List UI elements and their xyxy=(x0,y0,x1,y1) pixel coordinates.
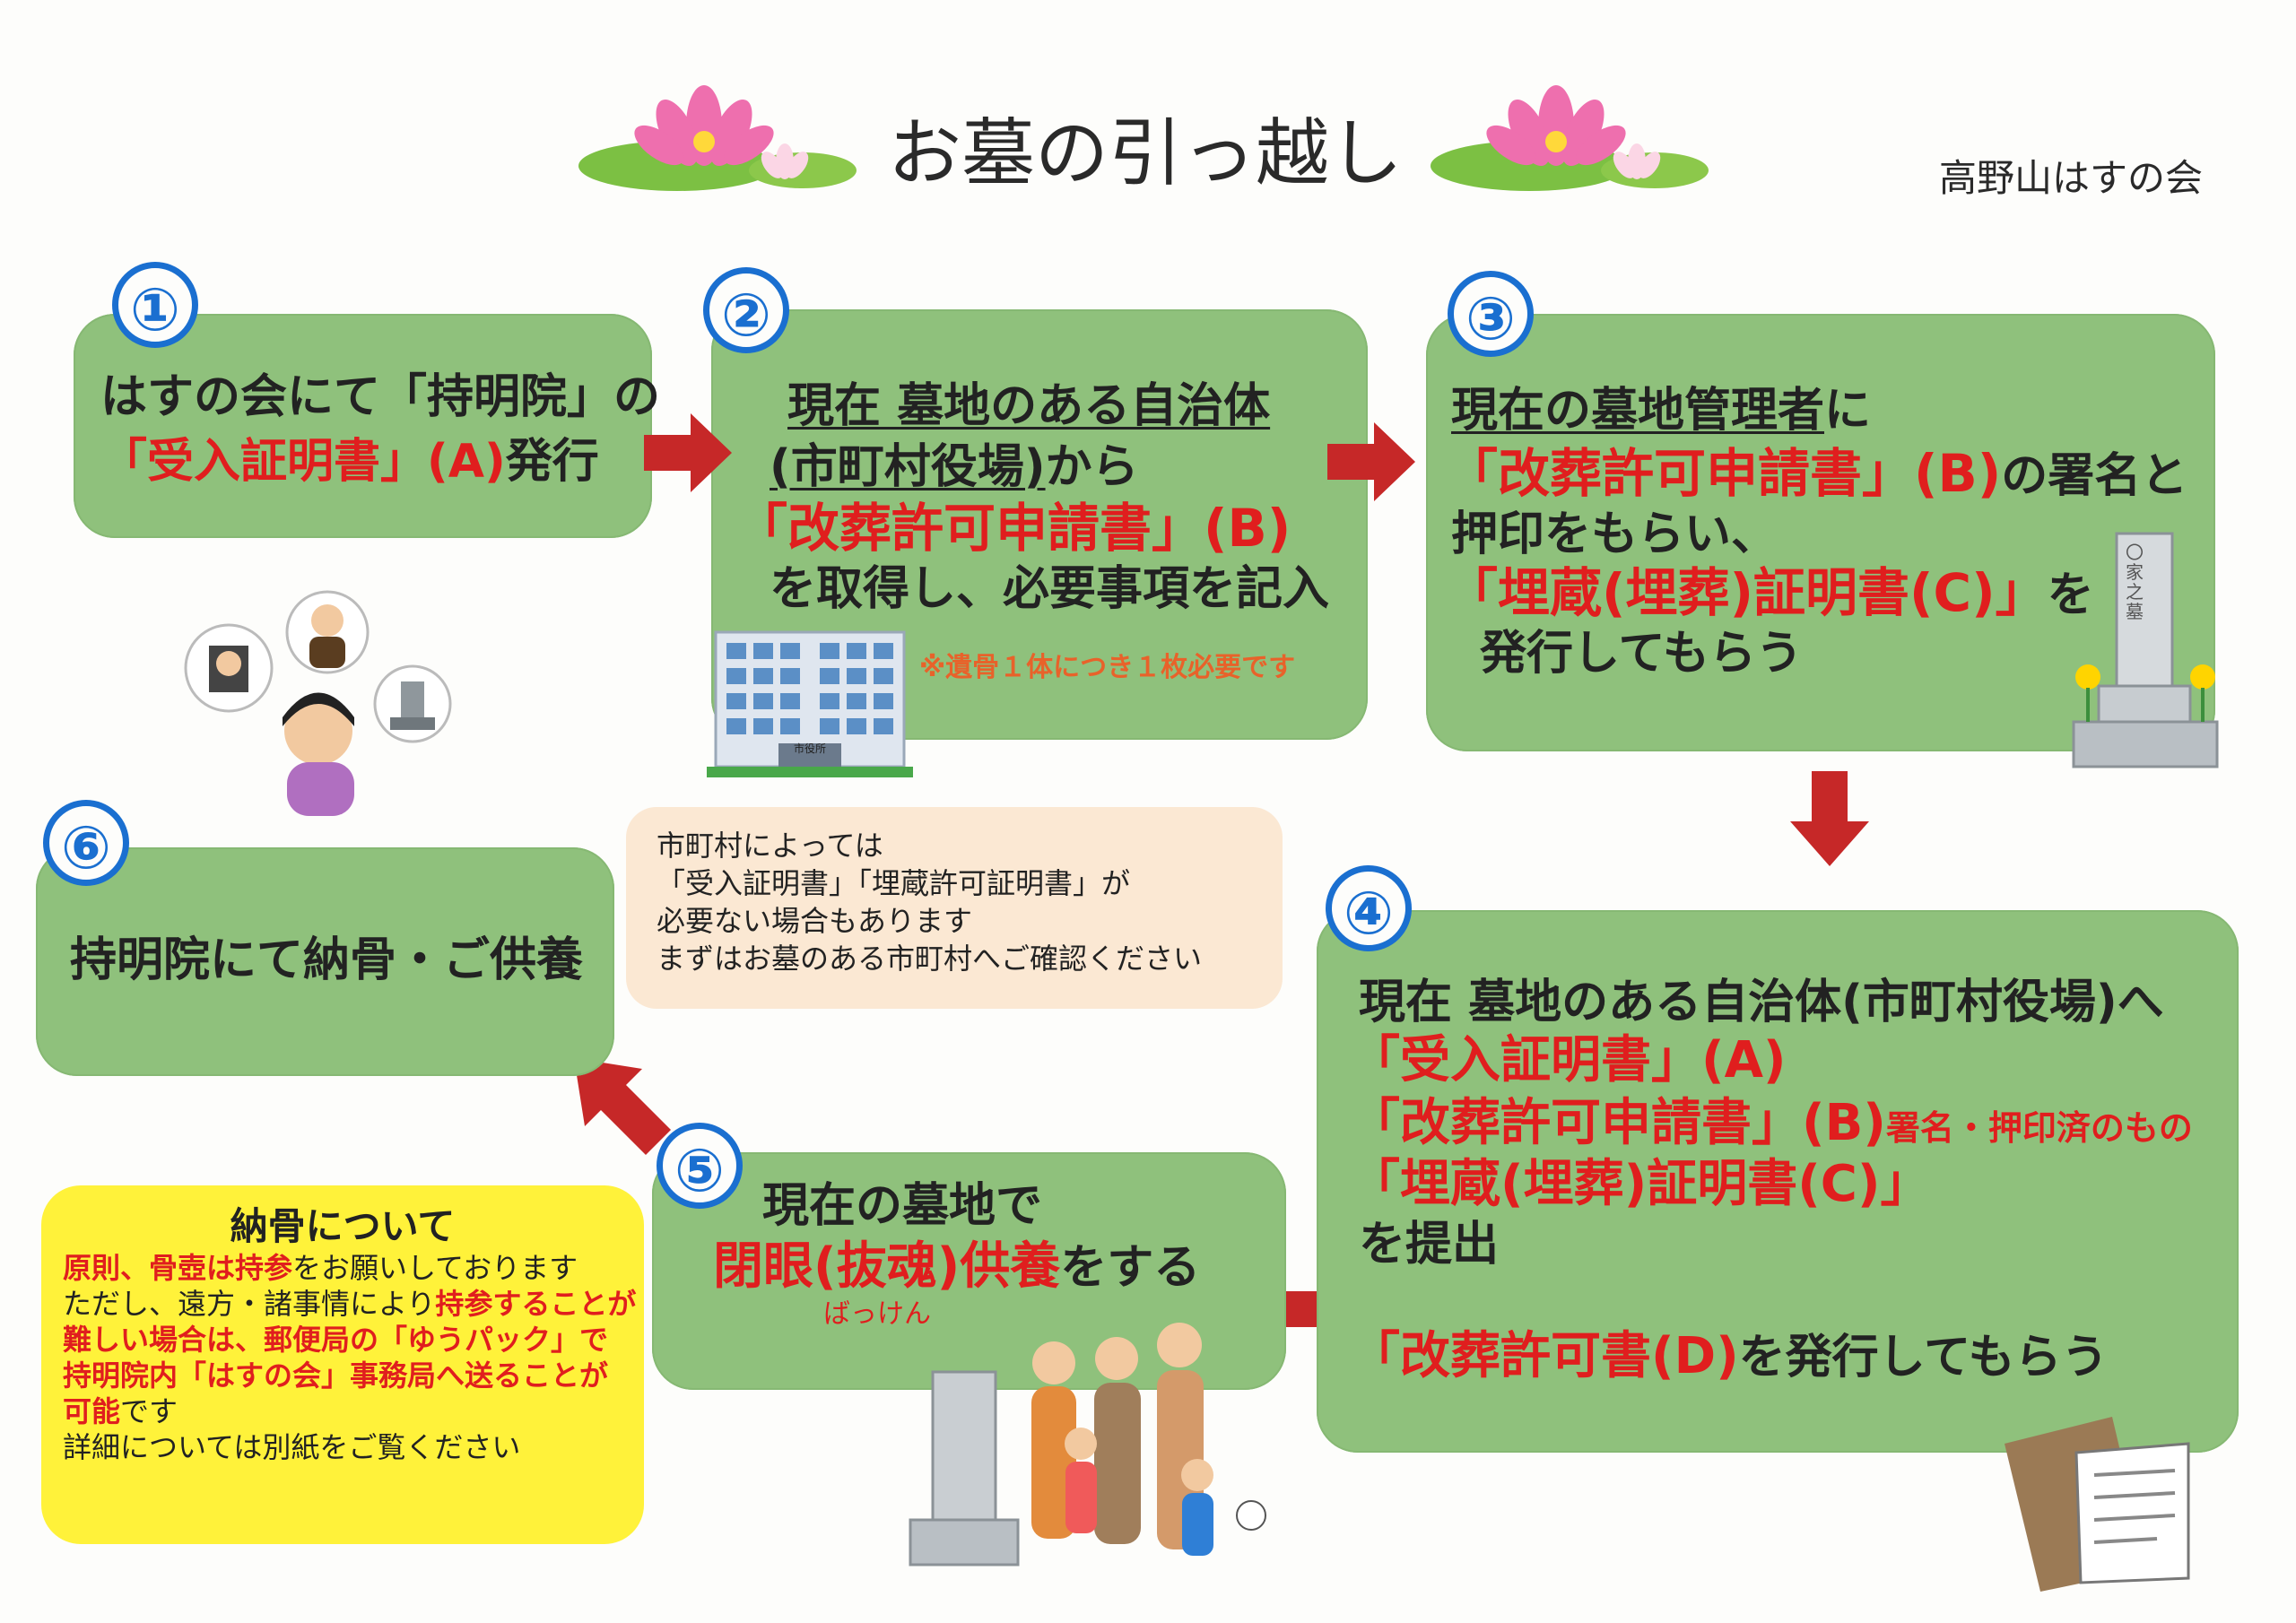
step-5-ruby: ばっけん xyxy=(823,1298,931,1330)
step-3-line-4: 「埋蔵(埋葬)証明書(C)」を xyxy=(1446,563,2094,625)
step-1-line-2: 「受入証明書」(A)発行 xyxy=(100,432,599,491)
city-hall-icon xyxy=(707,630,913,777)
worried-person-icon xyxy=(184,590,452,816)
organization-name: 高野山はすの会 xyxy=(1939,156,2204,200)
nokotsu-line-5-rest: です xyxy=(120,1394,178,1428)
step-3-doc-c: 「埋蔵(埋葬)証明書(C)」 xyxy=(1446,562,2048,623)
step-3-wo: を xyxy=(2047,568,2094,622)
step-5-ceremony: 閉眼(抜魂)供養 xyxy=(713,1237,1061,1296)
nokotsu-line-1-rest: をお願いしております xyxy=(292,1251,578,1285)
city-hall-label: 市役所 xyxy=(794,742,827,755)
nokotsu-line-2-start: ただし、遠方・諸事情により xyxy=(63,1287,436,1321)
step-4-doc-d: 「改葬許可書(D) xyxy=(1350,1327,1739,1385)
step-1-doc-a: 「受入証明書」(A) xyxy=(100,435,506,489)
step-4-number: ④ xyxy=(1326,865,1412,951)
step-6-number: ⑥ xyxy=(43,800,129,886)
step-6-line-1: 持明院にて納骨・ご供養 xyxy=(70,933,584,987)
arrow-3-to-4 xyxy=(1790,771,1869,866)
step-3-line-5: 発行してもらう xyxy=(1480,627,1803,681)
step-4-doc-a: 「受入証明書」(A) xyxy=(1350,1031,1787,1089)
step-3-doc-b: 「改葬許可申請書」(B) xyxy=(1446,443,2002,504)
lotus-right-icon xyxy=(1431,85,1709,191)
step-3-line-2: 「改葬許可申請書」(B)の署名と xyxy=(1446,444,2187,506)
note-line-3: 必要ない場合もあります xyxy=(657,904,973,938)
nokotsu-line-2: ただし、遠方・諸事情により持参することが xyxy=(63,1286,636,1322)
nokotsu-line-4-red: 持明院内「はすの会」事務局へ送ることが xyxy=(63,1358,609,1393)
nokotsu-line-4: 持明院内「はすの会」事務局へ送ることが xyxy=(63,1358,622,1393)
step-2-line-4: を取得し、必要事項を記入 xyxy=(770,562,1330,616)
page-title: お墓の引っ越し xyxy=(888,111,1404,196)
step-2-note: ※遺骨１体につき１枚必要です xyxy=(919,652,1296,683)
nokotsu-line-5: 可能です xyxy=(63,1393,622,1429)
step-4-doc-b: 「改葬許可申請書」(B) xyxy=(1350,1094,1886,1152)
step-1-line-1: はすの会にて「持明院」の xyxy=(100,370,661,424)
step-1-issue: 発行 xyxy=(505,435,599,489)
step-2-line-1: 現在 墓地のある自治体 xyxy=(787,379,1271,433)
gravestone-label: 〇家之墓 xyxy=(2126,542,2144,622)
step-6-box xyxy=(36,847,614,1076)
note-line-2: 「受入証明書」「埋蔵許可証明書」が xyxy=(657,866,1131,900)
step-3-sign: の署名と xyxy=(2001,449,2188,503)
step-5-line-1: 現在の墓地で xyxy=(762,1179,1043,1233)
nokotsu-line-5-red: 可能 xyxy=(63,1394,121,1428)
step-2-office: (市町村役場) xyxy=(770,440,1046,494)
step-5-do: をする xyxy=(1060,1241,1201,1295)
step-4-line-3: 「改葬許可申請書」(B)署名・押印済のもの xyxy=(1350,1094,2193,1158)
step-4-line-1: 現在 墓地のある自治体(市町村役場)へ xyxy=(1359,976,2164,1029)
step-2-from: から xyxy=(1045,440,1139,494)
step-4-line-6: 「改葬許可書(D)を発行してもらう xyxy=(1350,1327,2109,1387)
step-3-manager: 現在の墓地管理者 xyxy=(1451,384,1825,438)
gravestone-icon xyxy=(2072,532,2219,768)
nokotsu-line-2-red: 持参することが xyxy=(435,1287,637,1321)
step-4-submit: を提出 xyxy=(1359,1218,1500,1271)
nokotsu-line-3-red: 難しい場合は、郵便局の「ゆうパック」で xyxy=(63,1323,609,1357)
step-3-line-1: 現在の墓地管理者に xyxy=(1451,381,1871,440)
step-3-number: ③ xyxy=(1448,271,1534,357)
arrow-2-to-3 xyxy=(1327,422,1415,501)
step-2-doc-b: 「改葬許可申請書」(B) xyxy=(735,498,1292,559)
step-4-box xyxy=(1317,910,2239,1453)
step-4-doc-c: 「埋蔵(埋葬)証明書(C)」 xyxy=(1350,1155,1931,1213)
nokotsu-line-1-red: 原則、骨壺は持参 xyxy=(63,1251,293,1285)
arrow-1-to-2 xyxy=(644,413,732,492)
step-1-number: ① xyxy=(112,262,198,348)
lotus-left-icon xyxy=(578,85,857,191)
nokotsu-line-3: 難しい場合は、郵便局の「ゆうパック」で xyxy=(63,1322,622,1358)
step-5-number: ⑤ xyxy=(657,1123,743,1209)
document-envelope-icon xyxy=(2005,1417,2190,1592)
step-2-line-2: (市町村役場)から xyxy=(770,438,1139,497)
arrow-5-to-6 xyxy=(574,1058,671,1155)
family-icon xyxy=(909,1323,1266,1567)
nokotsu-info-box: 納骨について 原則、骨壺は持参をお願いしております ただし、遠方・諸事情により持… xyxy=(41,1185,644,1544)
nokotsu-line-1: 原則、骨壺は持参をお願いしております xyxy=(63,1250,622,1286)
step-1-box xyxy=(74,314,652,538)
note-line-1: 市町村によっては xyxy=(657,829,883,863)
step-5-line-2: 閉眼(抜魂)供養をする xyxy=(713,1237,1200,1298)
nokotsu-heading: 納骨について xyxy=(230,1204,456,1248)
municipality-note: 市町村によっては 「受入証明書」「埋蔵許可証明書」が 必要ない場合もあります ま… xyxy=(626,807,1283,1009)
step-3-to: に xyxy=(1824,384,1872,438)
step-3-line-3: 押印をもらい、 xyxy=(1451,508,1779,561)
step-2-number: ② xyxy=(703,267,789,353)
note-line-4: まずはお墓のある市町村へご確認ください xyxy=(657,942,1203,976)
step-4-signed: 署名・押印済のもの xyxy=(1885,1108,2193,1148)
nokotsu-line-6: 詳細については別紙をご覧ください xyxy=(63,1430,521,1464)
step-4-issue: を発行してもらう xyxy=(1738,1331,2109,1384)
